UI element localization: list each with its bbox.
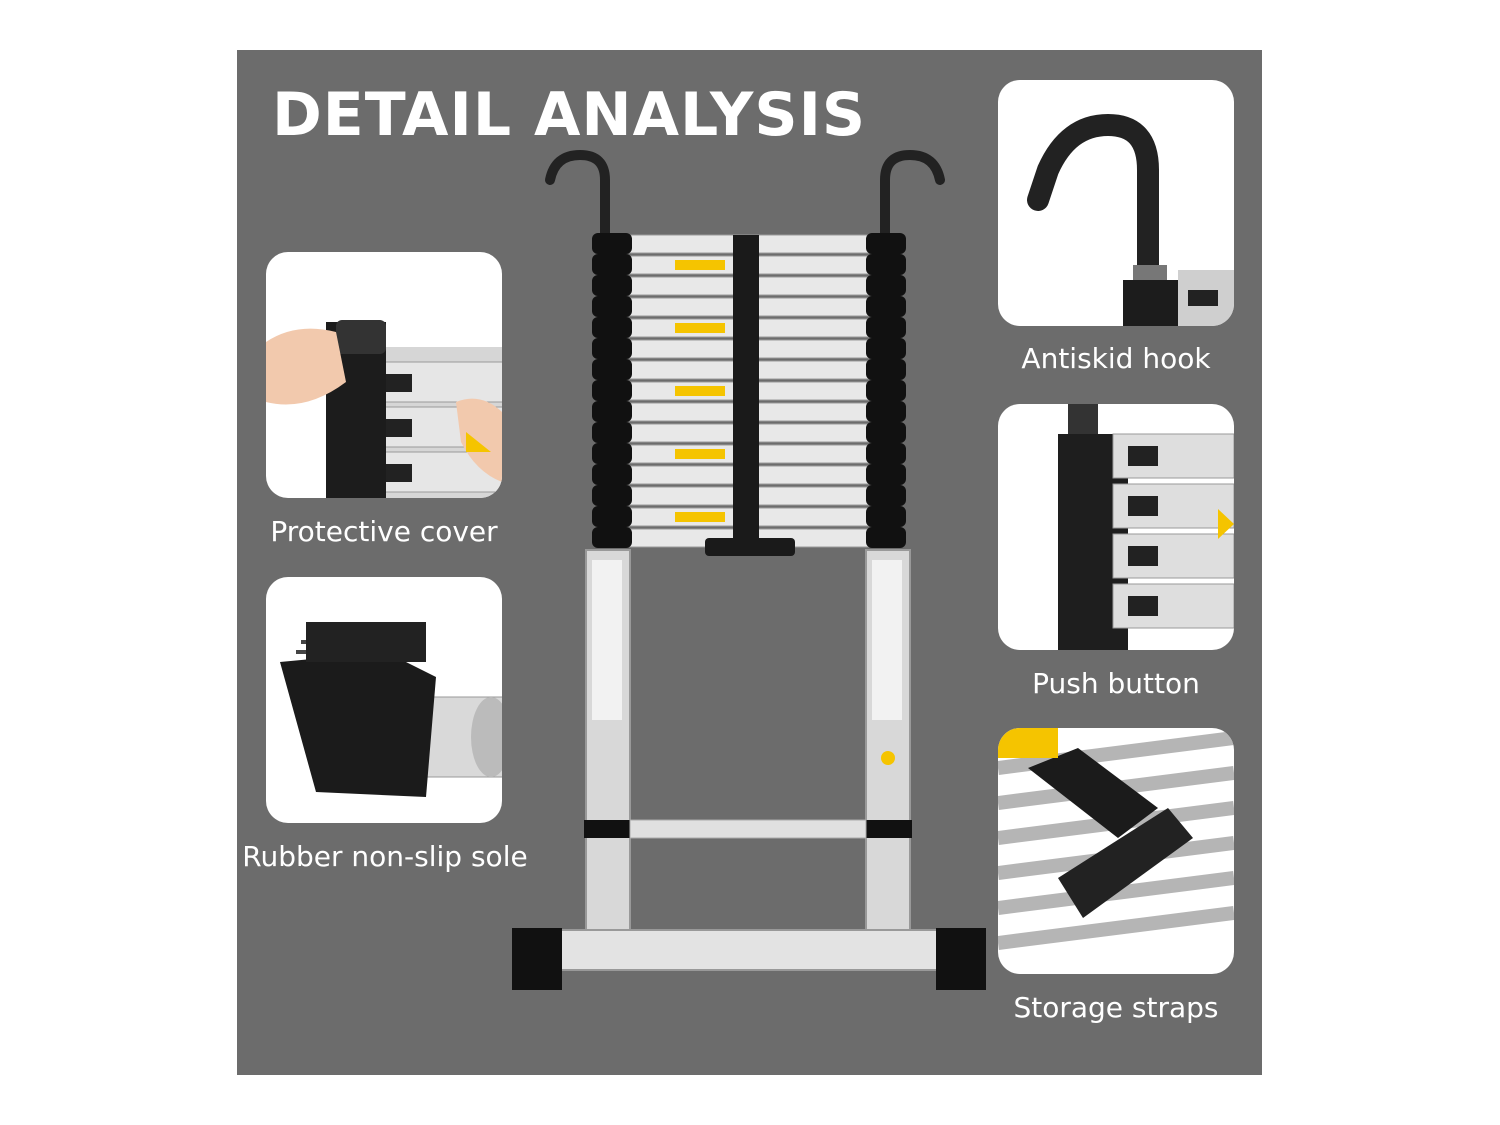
rung-cap	[592, 338, 632, 359]
rung-cap	[866, 464, 906, 485]
rung-cap	[866, 338, 906, 359]
rung-cap	[592, 506, 632, 527]
rung-cap	[866, 527, 906, 548]
warning-label	[675, 512, 725, 522]
caption-rubber-sole: Rubber non-slip sole	[242, 840, 528, 873]
rung-cap	[866, 422, 906, 443]
rung-cap	[866, 275, 906, 296]
caption-protective-cover: Protective cover	[270, 515, 498, 548]
rung-cap	[866, 380, 906, 401]
rung-cap	[866, 317, 906, 338]
caption-antiskid-hook: Antiskid hook	[1021, 342, 1211, 375]
rung-cap	[866, 359, 906, 380]
telescopic-ladder-image	[512, 149, 986, 990]
rung-cap	[592, 254, 632, 275]
rung-cap	[592, 401, 632, 422]
rung-cap	[592, 380, 632, 401]
rung-cap	[866, 485, 906, 506]
rung-cap	[592, 485, 632, 506]
warning-label	[675, 260, 725, 270]
rung-cap	[866, 401, 906, 422]
rung-cap	[592, 359, 632, 380]
caption-storage-straps: Storage straps	[1013, 991, 1219, 1024]
warning-label	[675, 386, 725, 396]
card-protective-cover	[266, 252, 502, 498]
rung-cap	[592, 233, 632, 254]
warning-label	[675, 449, 725, 459]
rung-cap	[866, 254, 906, 275]
rung-cap	[592, 464, 632, 485]
rung-cap	[592, 527, 632, 548]
card-storage-straps	[998, 728, 1234, 974]
rung-cap	[866, 506, 906, 527]
rung-cap	[592, 317, 632, 338]
rung-cap	[592, 275, 632, 296]
rung-cap	[592, 443, 632, 464]
page-title: DETAIL ANALYSIS	[272, 80, 867, 150]
card-push-button	[998, 404, 1234, 650]
rung-cap	[592, 422, 632, 443]
caption-push-button: Push button	[1032, 667, 1200, 700]
card-rubber-sole	[266, 577, 502, 823]
rung-cap	[866, 296, 906, 317]
rung-cap	[866, 443, 906, 464]
rung-cap	[866, 233, 906, 254]
card-antiskid-hook	[998, 80, 1234, 326]
rung-cap	[592, 296, 632, 317]
warning-label	[675, 323, 725, 333]
